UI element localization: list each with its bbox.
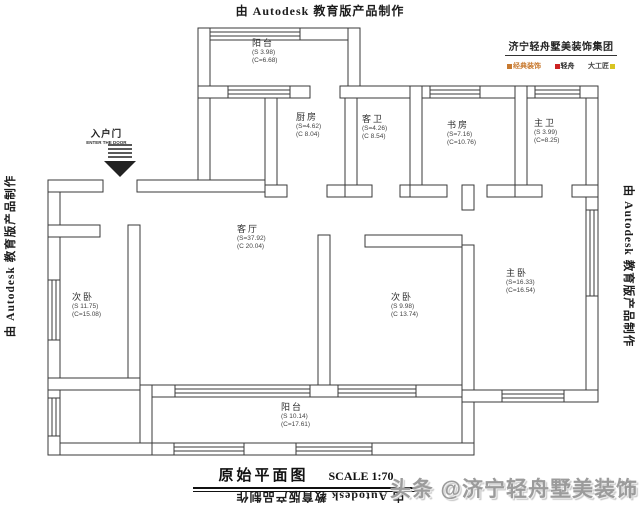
room-label-master-bath: 主卫 (S 3.99) (C=8.25) (534, 118, 560, 144)
brand-title: 济宁轻舟墅美装饰集团 (505, 38, 617, 56)
brand-logo-3: 大工匠 (588, 61, 615, 71)
logo-mark-orange (507, 63, 512, 69)
room-label-living: 客厅 (S=37.92) (C 20.04) (237, 224, 266, 250)
window-master-bottom (501, 389, 565, 403)
room-label-bedroom-mid: 次卧 (S 9.98) (C 13.74) (391, 292, 419, 318)
balcony-sliding-door (174, 384, 311, 398)
logo-mark-yellow (610, 63, 615, 69)
drawing-title: 原始平面图 (218, 468, 309, 484)
window-study-top (429, 85, 481, 99)
title-underline-thick (193, 487, 417, 489)
window-balcony-top (209, 27, 301, 41)
window-midbed-bottom (337, 384, 417, 398)
brand-block: 济宁轻舟墅美装饰集团 经典装饰 轻舟 大工匠 (505, 38, 617, 71)
room-label-kitchen: 厨房 (S=4.62) (C 8.04) (296, 112, 322, 138)
window-left-lower (47, 397, 61, 437)
title-block: 原始平面图 SCALE 1:70 (196, 464, 416, 485)
entrance-arrow-icon (104, 144, 136, 177)
autodesk-stamp-right: 由 Autodesk 教育版产品制作 (622, 185, 634, 348)
window-masterbath-top (534, 85, 581, 99)
drawing-scale: SCALE 1:70 (328, 469, 394, 483)
window-leftbed (47, 279, 61, 341)
windows (47, 27, 599, 456)
room-label-study: 书房 (S=7.16) (C=10.76) (447, 120, 477, 146)
room-label-guest-bath: 客卫 (S=4.26) (C 8.54) (362, 114, 388, 140)
autodesk-stamp-left: 由 Autodesk 教育版产品制作 (5, 174, 17, 338)
window-balcony-bottom-right (295, 442, 373, 456)
toutiao-watermark: 头条 @济宁轻舟墅美装饰 (389, 478, 638, 501)
room-label-balcony-bottom: 阳台 (S 10.14) (C=17.61) (281, 402, 311, 428)
room-label-balcony-top: 阳台 (S 3.98) (C=6.68) (252, 38, 278, 64)
brand-logo-1: 经典装饰 (507, 61, 541, 71)
logo-mark-red (554, 63, 560, 69)
title-underline-thin (193, 491, 417, 492)
brand-logo-2: 轻舟 (554, 61, 575, 71)
room-label-bedroom-left: 次卧 (S 11.75) (C=15.08) (72, 292, 102, 318)
entrance-label: 入户门 ENTER THE DOOR (86, 129, 127, 146)
window-balcony-bottom-left (173, 442, 245, 456)
room-label-master-bedroom: 主卧 (S=16.33) (C=16.54) (506, 268, 536, 294)
autodesk-stamp-top: 由 Autodesk 教育版产品制作 (235, 4, 405, 18)
window-kitchen-top (227, 85, 291, 99)
brand-logos: 经典装饰 轻舟 大工匠 (505, 61, 617, 71)
window-master-right (585, 209, 599, 297)
